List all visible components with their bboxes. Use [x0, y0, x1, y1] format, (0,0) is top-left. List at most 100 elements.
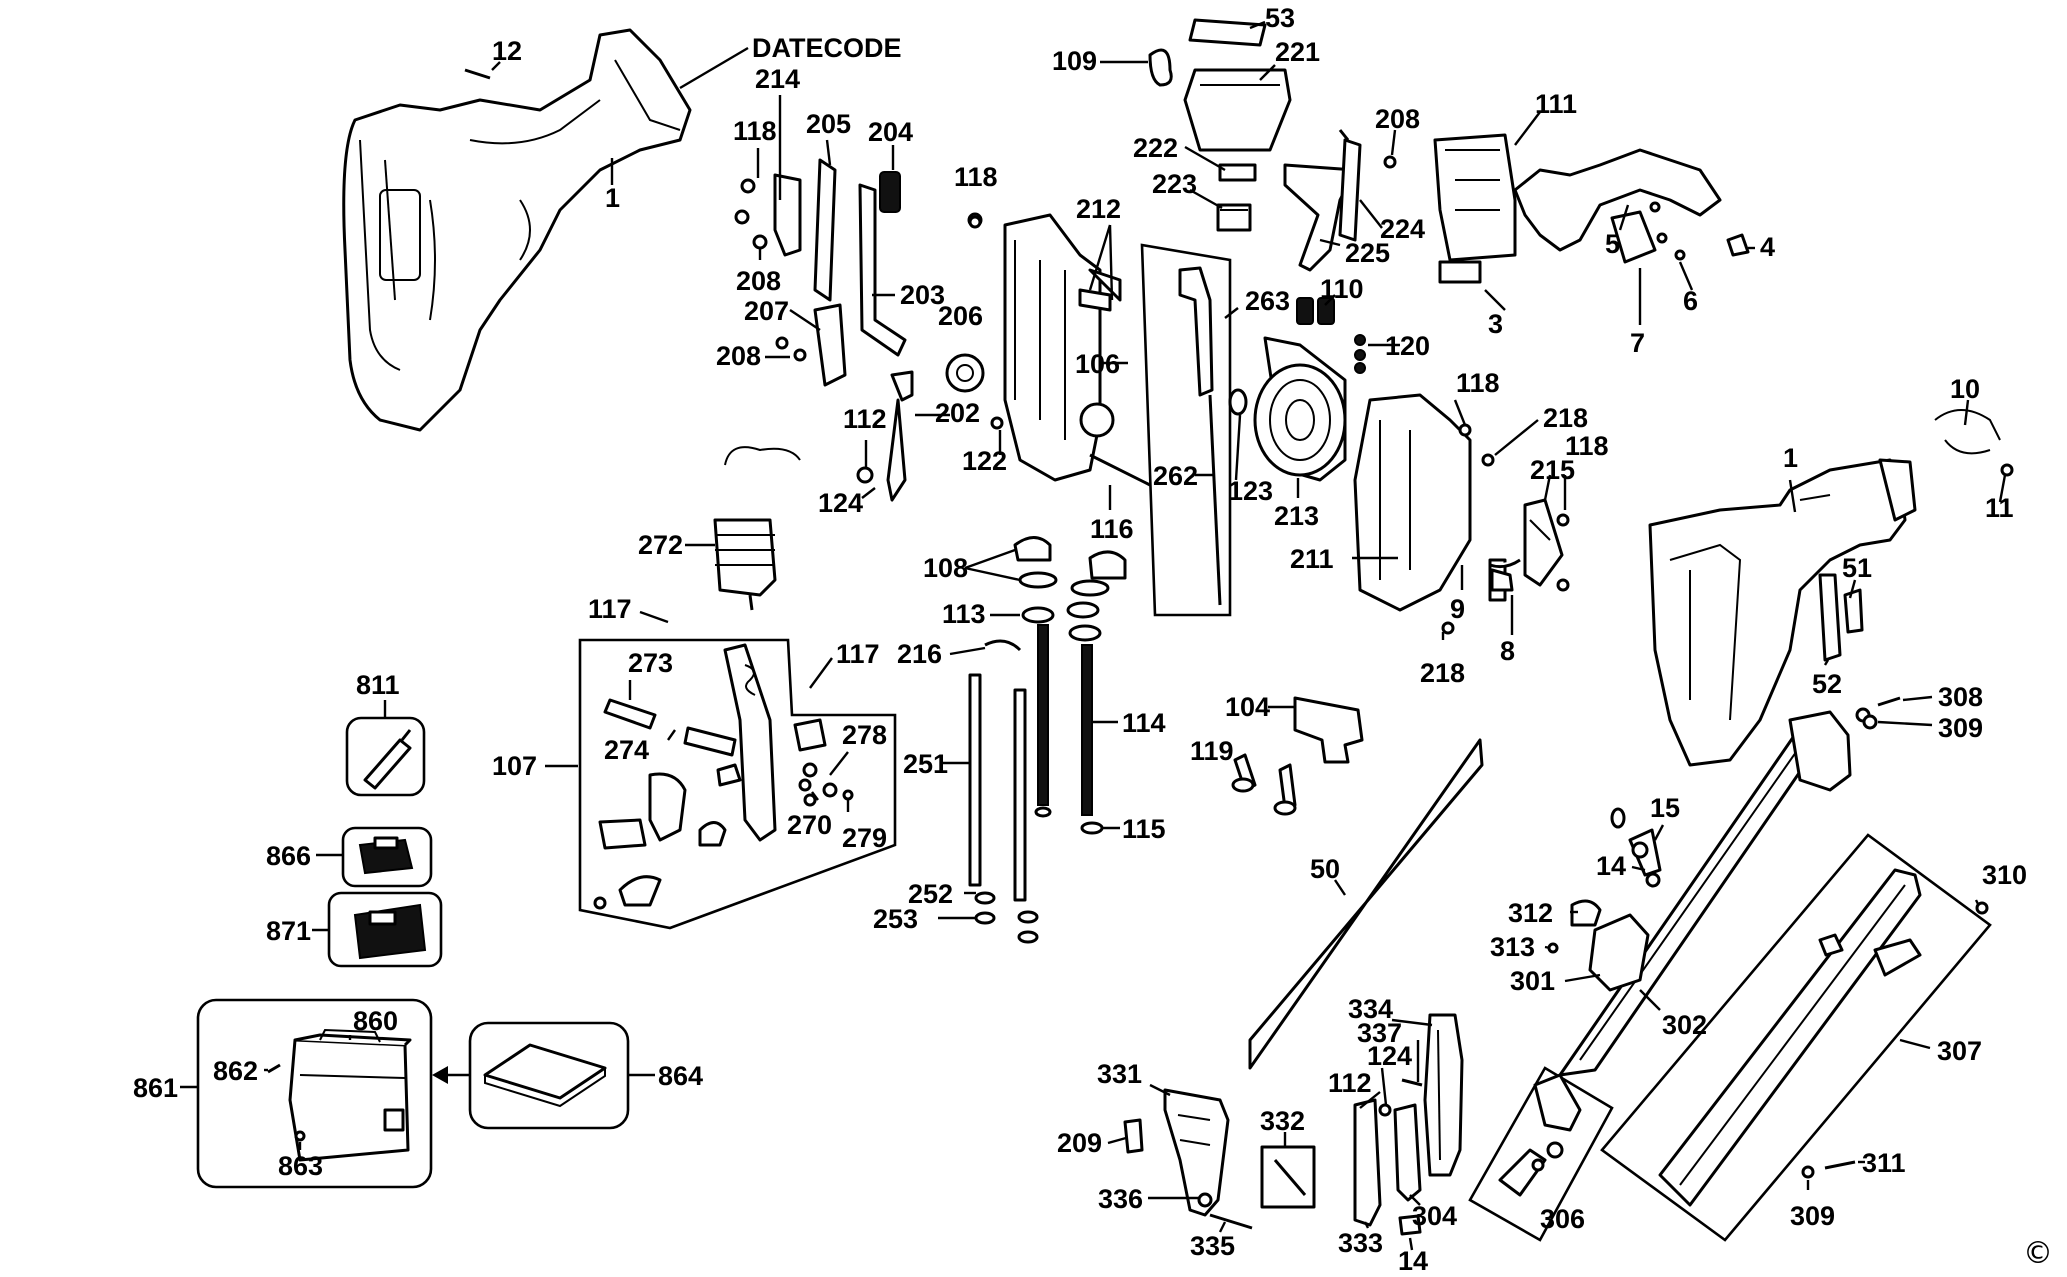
nose-assembly-frame	[1468, 1066, 1614, 1242]
callout-212: 212	[1076, 194, 1121, 224]
leader-331	[1149, 1083, 1171, 1097]
callout-211: 211	[1290, 544, 1334, 574]
callout-213: 213	[1274, 501, 1319, 531]
callout-207: 207	[744, 296, 789, 326]
callout-50: 50	[1310, 854, 1340, 884]
callout-204: 204	[868, 117, 913, 147]
callout-106: 106	[1075, 349, 1120, 379]
callout-15: 15	[1650, 793, 1680, 823]
callout-861: 861	[133, 1073, 178, 1103]
callout-222: 222	[1133, 133, 1178, 163]
leader-5	[1618, 204, 1630, 231]
callout-262: 262	[1153, 461, 1198, 491]
leader-208c	[1390, 129, 1397, 156]
leader-335	[1218, 1221, 1227, 1233]
callout-203: 203	[900, 280, 945, 310]
callout-113: 113	[942, 599, 986, 629]
leader-223	[1189, 188, 1223, 210]
callout-122: 122	[962, 446, 1007, 476]
callout-51: 51	[1842, 553, 1872, 583]
copyright-mark: ©	[2023, 1236, 2053, 1271]
leader-333	[1363, 1221, 1370, 1229]
leader-3	[1484, 289, 1506, 311]
callout-332: 332	[1260, 1106, 1305, 1136]
magazine-frame	[1600, 833, 1992, 1242]
leader-263	[1224, 307, 1239, 319]
leader-6	[1678, 261, 1694, 291]
callout-270: 270	[787, 810, 832, 840]
trigger-assembly	[734, 158, 985, 502]
callout-335: 335	[1190, 1231, 1235, 1261]
callout-202: 202	[935, 398, 980, 428]
bracket-224-225	[1283, 129, 1397, 272]
callout-109: 109	[1052, 46, 1097, 76]
leader-52	[1823, 659, 1830, 666]
spring-group-frame	[578, 638, 897, 930]
callout-5: 5	[1605, 229, 1620, 259]
callout-208: 208	[716, 341, 761, 371]
callout-214: 214	[755, 64, 800, 94]
callout-8: 8	[1500, 636, 1515, 666]
leader-304	[1409, 1194, 1421, 1206]
leader-302	[1639, 989, 1661, 1011]
callout-104: 104	[1225, 692, 1270, 722]
callout-112: 112	[843, 404, 887, 434]
callout-310: 310	[1982, 860, 2027, 890]
callout-253: 253	[873, 904, 918, 934]
callout-53: 53	[1265, 3, 1295, 33]
accessory-866	[341, 826, 433, 888]
leader-14a	[1631, 865, 1646, 872]
callout-313: 313	[1490, 932, 1535, 962]
leader-108b	[964, 566, 1021, 582]
leader-1b	[1788, 479, 1797, 513]
callout-273: 273	[628, 648, 673, 678]
leader-110	[1324, 294, 1336, 306]
callout-206: 206	[938, 301, 983, 331]
leader-111	[1514, 111, 1541, 146]
callout-124: 124	[1367, 1041, 1412, 1071]
label-strip-50	[1248, 738, 1484, 1070]
insert-tray-864	[468, 1021, 630, 1130]
leader-301	[1564, 973, 1601, 983]
leader-51	[1848, 579, 1857, 599]
callout-3: 3	[1488, 309, 1503, 339]
leader-15	[1653, 824, 1665, 841]
leader-209	[1107, 1136, 1127, 1145]
leader-212	[1088, 224, 1114, 301]
callout-224: 224	[1380, 214, 1425, 244]
callout-309: 309	[1790, 1201, 1835, 1231]
callout-279: 279	[842, 823, 887, 853]
callout-216: 216	[897, 639, 942, 669]
callout-864: 864	[658, 1061, 703, 1091]
callout-118: 118	[733, 116, 777, 146]
callout-333: 333	[1338, 1228, 1383, 1258]
callout-11: 11	[1985, 493, 2014, 523]
callout-221: 221	[1275, 37, 1320, 67]
leader-224	[1359, 199, 1383, 229]
nose-parts	[1123, 1013, 1464, 1236]
callout-336: 336	[1098, 1184, 1143, 1214]
leader-274	[667, 729, 676, 741]
callout-116: 116	[1090, 514, 1134, 544]
callout-110: 110	[1320, 274, 1364, 304]
callout-307: 307	[1937, 1036, 1982, 1066]
callout-218: 218	[1420, 658, 1465, 688]
callout-120: 120	[1385, 331, 1430, 361]
callout-811: 811	[356, 670, 400, 700]
leader-124b	[1380, 1067, 1388, 1106]
callout-274: 274	[604, 735, 649, 765]
callout-337: 337	[1357, 1018, 1402, 1048]
leader-14b	[1408, 1237, 1414, 1251]
callout-108: 108	[923, 553, 968, 583]
leader-112b	[1359, 1091, 1381, 1109]
electronics-top	[1148, 18, 1292, 232]
callout-4: 4	[1760, 232, 1775, 262]
leader-308	[1902, 695, 1933, 702]
callout-304: 304	[1412, 1201, 1457, 1231]
callout-862: 862	[213, 1056, 258, 1086]
callout-1: 1	[1783, 443, 1798, 473]
leader-225	[1319, 238, 1341, 247]
housing-right-half	[1648, 409, 2014, 767]
leader-309a	[1877, 720, 1933, 727]
callout-7: 7	[1630, 328, 1645, 358]
